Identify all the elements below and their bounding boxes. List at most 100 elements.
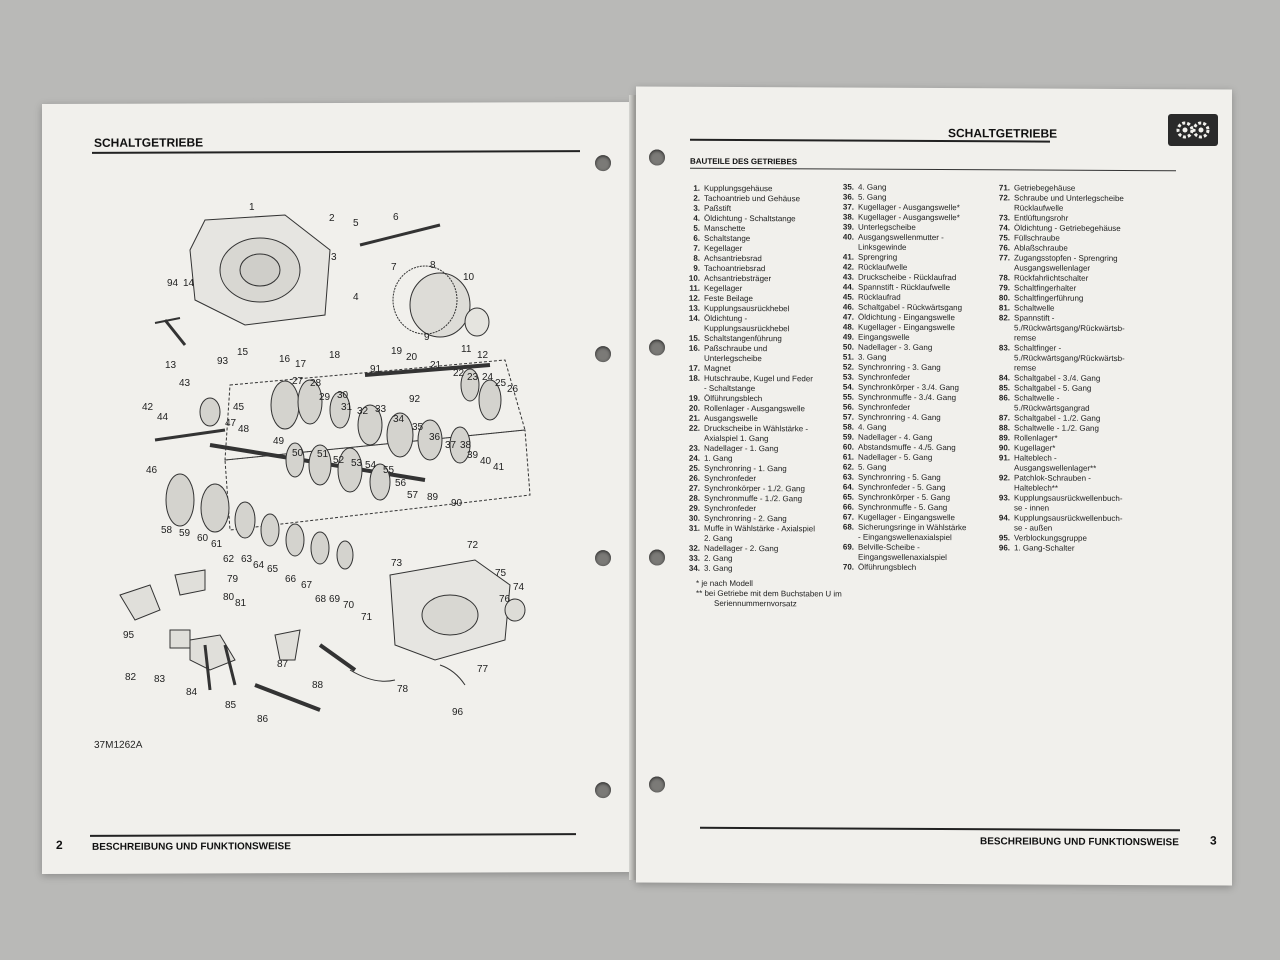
part-number: 40. <box>842 232 854 242</box>
part-number <box>678 434 704 444</box>
callout: 58 <box>161 525 173 536</box>
callout: 26 <box>507 384 519 395</box>
punch-hole <box>649 339 665 356</box>
part-description: Ausgangswellenmutter - <box>858 232 944 243</box>
part-number: 75. <box>998 233 1010 243</box>
part-number: 80. <box>998 293 1010 303</box>
punch-hole <box>595 155 611 172</box>
part-description: Nadellager - 5. Gang <box>858 452 933 462</box>
part-number: 30. <box>688 513 700 523</box>
part-description: Öldichtung - Eingangswelle <box>858 312 955 323</box>
callout: 18 <box>329 350 341 361</box>
callout: 42 <box>142 402 154 413</box>
callout: 60 <box>197 533 209 544</box>
callout: 95 <box>123 630 135 641</box>
part-number <box>832 532 858 542</box>
callout: 59 <box>179 528 191 539</box>
part-number: 60. <box>842 442 854 452</box>
callout: 93 <box>217 356 229 367</box>
callout: 7 <box>391 262 397 273</box>
part-description: 4. Gang <box>858 422 887 432</box>
part-number: 46. <box>842 302 854 312</box>
part-description: Rücklaufrad <box>858 292 901 302</box>
part-number: 55. <box>842 392 854 402</box>
part-description: Eingangswelle <box>858 332 910 342</box>
parts-list-item: 96.1. Gang-Schalter <box>988 543 1158 554</box>
callout: 40 <box>480 456 492 467</box>
part-description: Synchronkörper - 5. Gang <box>858 492 951 503</box>
callout: 1 <box>249 202 255 213</box>
callout: 22 <box>453 368 465 379</box>
part-number: 62. <box>842 462 854 472</box>
section-rule <box>690 167 1176 172</box>
part-description: 4. Gang <box>858 182 887 192</box>
callout: 19 <box>391 346 403 357</box>
part-number: 34. <box>688 563 700 573</box>
part-number: 20. <box>688 403 700 413</box>
part-description: Synchronkörper - 3./4. Gang <box>858 382 959 393</box>
callout: 27 <box>292 376 304 387</box>
part-number: 68. <box>842 522 854 532</box>
callout: 20 <box>406 352 418 363</box>
callout: 12 <box>477 350 489 361</box>
part-description: Spannstift - Rücklaufwelle <box>858 282 951 293</box>
callout: 16 <box>279 354 291 365</box>
callout: 32 <box>357 406 369 417</box>
right-header: SCHALTGETRIEBE <box>948 126 1058 141</box>
part-number <box>832 242 858 252</box>
part-number: 7. <box>693 243 700 253</box>
part-number: 18. <box>688 373 700 383</box>
left-footer-rule <box>90 833 576 837</box>
callout: 24 <box>482 372 494 383</box>
callout: 11 <box>461 344 472 355</box>
callout: 87 <box>277 659 289 670</box>
callout: 37 <box>445 440 457 451</box>
part-number: 49. <box>842 332 854 342</box>
callout: 29 <box>319 392 331 403</box>
callout: 80 <box>223 592 235 603</box>
part-number: 66. <box>842 502 854 512</box>
callout: 89 <box>427 492 439 503</box>
part-number: 56. <box>842 402 854 412</box>
part-number: 12. <box>688 293 700 303</box>
part-number <box>832 552 858 562</box>
callout: 88 <box>312 680 324 691</box>
part-number: 63. <box>842 472 854 482</box>
part-number: 26. <box>688 473 700 483</box>
punch-hole <box>649 776 665 793</box>
part-description: Synchronfeder <box>858 372 911 382</box>
part-description: Nadellager - 4. Gang <box>858 432 933 442</box>
punch-hole <box>595 346 611 363</box>
punch-hole <box>595 550 611 567</box>
callout: 57 <box>407 490 419 501</box>
part-number <box>678 534 704 544</box>
callout: 72 <box>467 540 479 551</box>
part-number: 17. <box>688 363 700 373</box>
callout: 50 <box>292 448 304 459</box>
callout: 81 <box>235 598 247 609</box>
part-number: 85. <box>998 383 1010 393</box>
callout: 8 <box>430 260 436 271</box>
callout: 23 <box>467 372 479 383</box>
callout: 68 <box>315 594 327 605</box>
part-number: 91. <box>998 453 1010 463</box>
part-description: Abstandsmuffe - 4./5. Gang <box>858 442 956 453</box>
callout: 86 <box>257 714 269 725</box>
part-description: Kugellager - Eingangswelle <box>858 512 955 523</box>
part-number: 29. <box>688 503 700 513</box>
part-number: 25. <box>688 463 700 473</box>
punch-hole <box>595 782 611 799</box>
part-number: 81. <box>998 303 1010 313</box>
callout: 10 <box>463 272 475 283</box>
part-number: 14. <box>688 313 700 323</box>
part-number: 45. <box>842 292 854 302</box>
callout: 17 <box>295 359 307 370</box>
callout: 90 <box>451 498 463 509</box>
callout: 79 <box>227 574 239 585</box>
callout: 31 <box>341 402 353 413</box>
part-description: Kugellager - Eingangswelle <box>858 322 955 333</box>
callout: 61 <box>211 539 223 550</box>
callout: 74 <box>513 582 525 593</box>
